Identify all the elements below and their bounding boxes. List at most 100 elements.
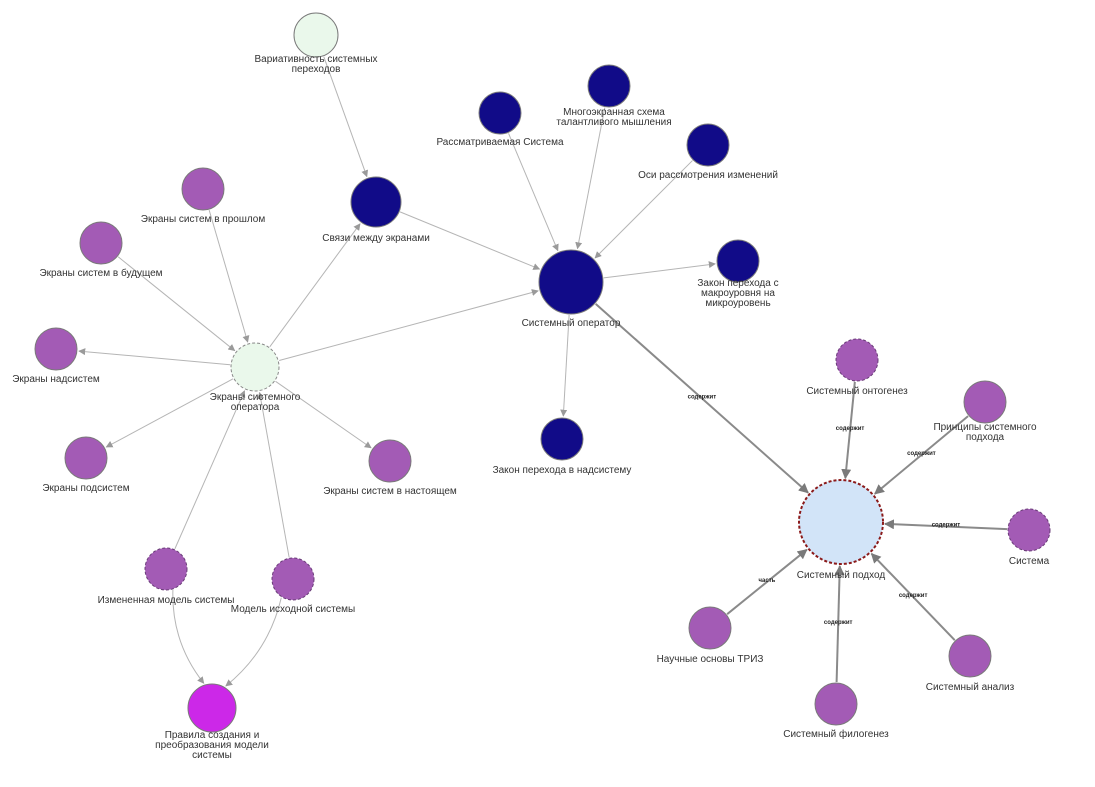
node-zakon-nadsis[interactable]	[540, 417, 584, 461]
node-label-sistema: Система	[1009, 556, 1050, 567]
edge-ekr_sysop-to-ekr_nadsis	[78, 348, 231, 366]
edge-principy-to-sys_podkhod	[874, 415, 969, 495]
node-ekr-podsis[interactable]	[64, 436, 108, 480]
node-iskh-model[interactable]	[271, 557, 315, 601]
node-label-line: Научные основы ТРИЗ	[657, 654, 764, 665]
node-sistema[interactable]	[1007, 508, 1051, 552]
node-rassm[interactable]	[478, 91, 522, 135]
node-label-line: микроуровень	[705, 298, 770, 309]
node-label-line: Экраны систем в прошлом	[141, 214, 266, 225]
node-label-svyazi: Связи между экранами	[322, 233, 430, 244]
edge-ontogenez-to-sys_podkhod	[841, 381, 856, 480]
node-label-line: системы	[192, 750, 232, 761]
node-sys-operator[interactable]	[538, 249, 604, 315]
node-label-line: Закон перехода в надсистему	[493, 465, 632, 476]
node-label-ekr-now: Экраны систем в настоящем	[323, 486, 457, 497]
edge-mnogo-to-sys_operator	[575, 107, 606, 250]
node-label-line: Экраны систем в настоящем	[323, 486, 457, 497]
node-label-sys-analiz: Системный анализ	[926, 682, 1015, 693]
edge-label-ontogenez-to-sys_podkhod: содержит	[836, 426, 865, 432]
node-label-line: Вариативность системных	[254, 54, 377, 65]
edge-filogenez-to-sys_podkhod	[834, 564, 845, 683]
edge-variativnost-to-svyazi	[323, 56, 369, 178]
edge-iskh_model-to-ekr_sysop	[257, 391, 290, 558]
node-label-ontogenez: Системный онтогенез	[806, 386, 908, 397]
node-label-line: Системный оператор	[522, 318, 621, 329]
node-label-rassm: Рассматриваемая Система	[436, 137, 564, 148]
node-label-iskh-model: Модель исходной системы	[231, 604, 355, 615]
node-label-line: Оси рассмотрения изменений	[638, 170, 778, 181]
node-mnogo[interactable]	[587, 64, 631, 108]
node-label-filogenez: Системный филогенез	[783, 728, 889, 740]
edge-label-principy-to-sys_podkhod: содержит	[907, 451, 936, 457]
node-label-line: Системный филогенез	[783, 728, 889, 740]
node-label-sys-podkhod: Системный подход	[797, 570, 886, 581]
node-sys-podkhod[interactable]	[798, 479, 884, 565]
edge-svyazi-to-sys_operator	[399, 211, 541, 270]
nodes-layer	[34, 12, 1051, 733]
node-label-line: Экраны систем в будущем	[39, 267, 162, 279]
edge-label-sys_analiz-to-sys_podkhod: содержит	[899, 593, 928, 599]
node-nauch[interactable]	[688, 606, 732, 650]
node-label-zakon-nadsis: Закон перехода в надсистему	[493, 465, 632, 476]
node-label-line: макроуровня на	[701, 288, 775, 299]
node-ekr-past[interactable]	[181, 167, 225, 211]
node-ekr-future[interactable]	[79, 221, 123, 265]
node-principy[interactable]	[963, 380, 1007, 424]
edge-label-sistema-to-sys_podkhod: содержит	[932, 522, 961, 528]
node-label-line: Измененная модель системы	[98, 595, 235, 606]
node-label-line: Закон перехода с	[697, 278, 778, 289]
node-label-ekr-future: Экраны систем в будущем	[39, 267, 162, 279]
node-label-osi: Оси рассмотрения изменений	[638, 170, 778, 181]
edge-sys_analiz-to-sys_podkhod	[870, 552, 956, 641]
node-ekr-sysop[interactable]	[230, 342, 280, 392]
node-filogenez[interactable]	[814, 682, 858, 726]
edge-nauch-to-sys_podkhod	[726, 548, 808, 615]
node-ekr-nadsis[interactable]	[34, 327, 78, 371]
edge-label-filogenez-to-sys_podkhod: содержит	[824, 620, 853, 626]
edge-iskh_model-to-pravila	[225, 597, 282, 687]
node-label-line: Правила создания и	[165, 730, 260, 741]
edge-izm_model-to-pravila	[172, 589, 205, 684]
node-label-izm-model: Измененная модель системы	[98, 595, 235, 606]
edge-sys_operator-to-zakon_makro	[603, 261, 716, 279]
edge-izm_model-to-ekr_sysop	[174, 390, 246, 550]
edge-labels-layer: содержитсодержитсодержитсодержитчастьсод…	[688, 394, 961, 626]
node-label-line: Модель исходной системы	[231, 604, 355, 615]
node-svyazi[interactable]	[350, 176, 402, 228]
node-pravila[interactable]	[187, 683, 237, 733]
node-label-line: Экраны надсистем	[12, 374, 100, 385]
node-label-line: Экраны подсистем	[42, 483, 129, 494]
edge-ekr_future-to-ekr_sysop	[117, 256, 236, 352]
node-label-line: Системный онтогенез	[806, 386, 908, 397]
edge-sys_operator-to-zakon_nadsis	[560, 314, 570, 417]
node-label-sys-operator: Системный оператор	[522, 318, 621, 329]
edges-layer	[78, 56, 1008, 687]
edge-sistema-to-sys_podkhod	[883, 519, 1008, 531]
node-label-nauch: Научные основы ТРИЗ	[657, 654, 764, 665]
node-variativnost[interactable]	[293, 12, 339, 58]
node-izm-model[interactable]	[144, 547, 188, 591]
node-ontogenez[interactable]	[835, 338, 879, 382]
node-label-line: Связи между экранами	[322, 233, 430, 244]
node-label-line: Принципы системного	[933, 422, 1037, 433]
node-label-line: оператора	[231, 402, 280, 413]
node-zakon-makro[interactable]	[716, 239, 760, 283]
edge-sys_operator-to-sys_podkhod	[594, 303, 809, 494]
node-osi[interactable]	[686, 123, 730, 167]
edge-ekr_past-to-ekr_sysop	[208, 209, 250, 343]
node-sys-analiz[interactable]	[948, 634, 992, 678]
node-ekr-now[interactable]	[368, 439, 412, 483]
node-label-line: Многоэкранная схема	[563, 107, 665, 118]
node-label-line: подхода	[966, 432, 1005, 443]
node-label-line: Системный подход	[797, 570, 886, 581]
node-label-line: переходов	[292, 64, 341, 75]
